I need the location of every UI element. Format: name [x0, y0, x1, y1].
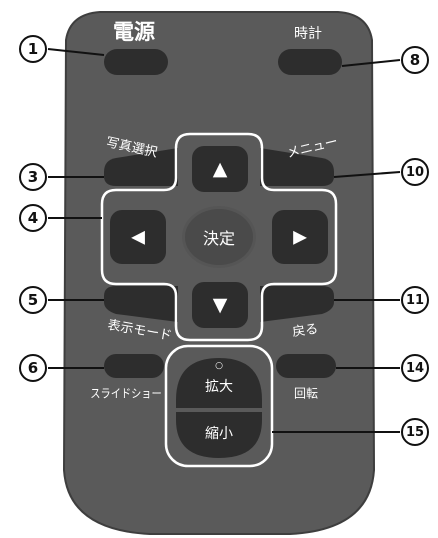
power-label: 電源	[113, 20, 155, 44]
right-button[interactable]	[272, 210, 328, 264]
back-label: 戻る	[291, 321, 320, 341]
menu-button[interactable]	[260, 148, 334, 186]
callout-15: 15	[401, 418, 429, 446]
clock-button[interactable]	[278, 49, 342, 75]
power-button[interactable]	[104, 49, 168, 75]
slideshow-label: スライドショー	[90, 386, 162, 401]
callout-11: 11	[401, 286, 429, 314]
zoom-in-button[interactable]	[176, 358, 262, 408]
callout-1: 1	[19, 35, 47, 63]
zoom-dot-icon: ○	[215, 361, 223, 371]
up-arrow-icon: ▲	[212, 158, 228, 180]
enter-label: 決定	[202, 229, 236, 248]
enter-button-shade	[185, 209, 253, 265]
dpad-outline	[100, 132, 338, 342]
zoom-in-label: 拡大	[205, 379, 233, 395]
leader-8	[341, 59, 401, 67]
rotate-label: 回転	[293, 386, 319, 401]
left-button[interactable]	[110, 210, 166, 264]
up-button[interactable]	[192, 146, 248, 192]
down-button[interactable]	[192, 282, 248, 328]
leader-10	[333, 171, 401, 178]
left-arrow-icon: ◀	[131, 226, 145, 248]
callout-4: 4	[19, 204, 47, 232]
display-mode-button[interactable]	[104, 286, 178, 322]
zoom-group-outline	[164, 344, 274, 468]
clock-label: 時計	[294, 26, 322, 42]
callout-8: 8	[401, 46, 429, 74]
back-button[interactable]	[260, 286, 334, 322]
remote-body	[62, 11, 376, 535]
right-arrow-icon: ▶	[293, 226, 307, 248]
callout-3: 3	[19, 163, 47, 191]
callout-10: 10	[401, 158, 429, 186]
callout-14: 14	[401, 354, 429, 382]
callout-6: 6	[19, 354, 47, 382]
zoom-out-button[interactable]	[176, 412, 262, 458]
photo-select-button[interactable]	[104, 148, 178, 186]
rotate-button[interactable]	[276, 354, 336, 378]
slideshow-button[interactable]	[104, 354, 164, 378]
leader-1	[47, 48, 105, 56]
down-arrow-icon: ▼	[212, 294, 228, 316]
callout-5: 5	[19, 286, 47, 314]
zoom-out-label: 縮小	[205, 426, 233, 442]
